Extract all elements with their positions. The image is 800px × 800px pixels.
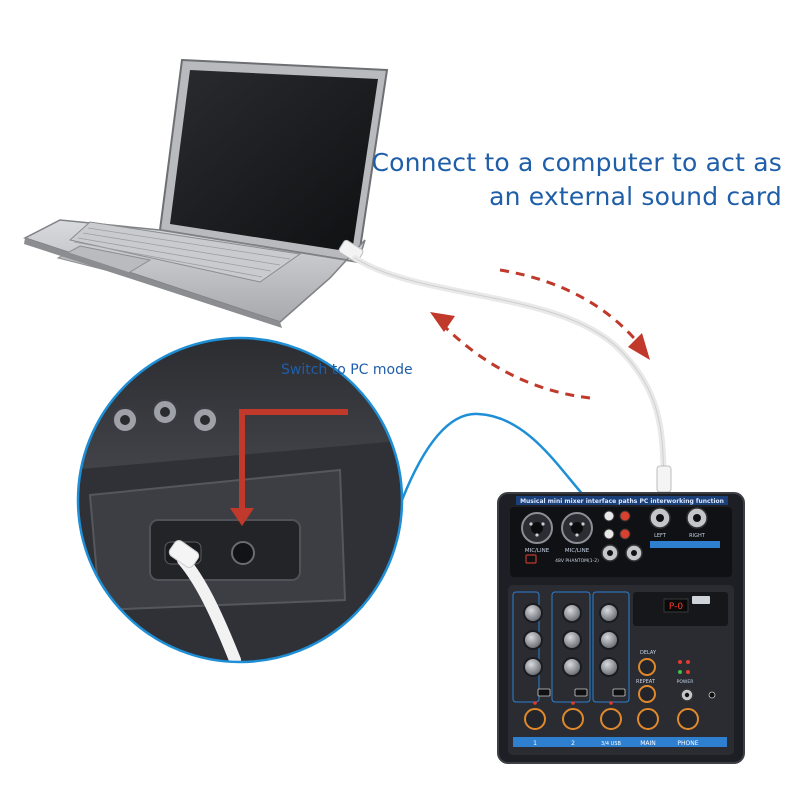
xlr-input-2: [561, 512, 593, 544]
zoom-connector: [400, 412, 587, 501]
laptop-front-edge: [24, 238, 282, 328]
channel-label-2: 2: [571, 740, 575, 747]
channel-label-3: 3/4 USB: [601, 741, 621, 747]
arrow-head-left: [430, 312, 455, 332]
input-label-1: MIC/LINE: [525, 548, 550, 554]
led-readout: P-0: [669, 602, 683, 612]
channel-label-1: 1: [533, 740, 537, 747]
xlr-input-1: [521, 512, 553, 544]
channel-label-main: MAIN: [640, 740, 656, 747]
arrow-head-right: [628, 333, 650, 360]
mixer-banner: Musical mini mixer interface paths PC in…: [520, 498, 724, 505]
usb-c-plug: [656, 465, 672, 493]
channel-label-phone: PHONE: [677, 740, 698, 747]
led-display: [663, 598, 689, 613]
headline-line-2: an external sound card: [489, 182, 782, 211]
delay-label: DELAY: [640, 650, 657, 656]
phantom-label: 48V PHANTOM(1-2): [555, 558, 599, 564]
laptop-screen: [170, 70, 378, 252]
headline: Connect to a computer to act as an exter…: [362, 146, 782, 214]
headline-line-1: Connect to a computer to act as: [371, 148, 782, 177]
power-label: POWER: [677, 679, 694, 685]
audio-mixer: Musical mini mixer interface paths PC in…: [497, 492, 745, 764]
rca-jacks: [603, 510, 631, 540]
repeat-label: REPEAT: [636, 679, 656, 685]
laptop: [23, 58, 389, 328]
switch-mode-label: Switch to PC mode: [281, 362, 413, 378]
laptop-keyboard: [68, 221, 302, 283]
right-label: RIGHT: [689, 533, 706, 539]
input-label-2: MIC/LINE: [565, 548, 590, 554]
volume-knobs: [524, 708, 699, 730]
switch-arrow: [239, 409, 348, 512]
channel-knobs: [523, 603, 619, 677]
left-label: LEFT: [654, 533, 667, 539]
pc-mode-switch: [231, 541, 255, 565]
zoom-detail: [76, 336, 404, 664]
transfer-arrows: [438, 268, 642, 400]
